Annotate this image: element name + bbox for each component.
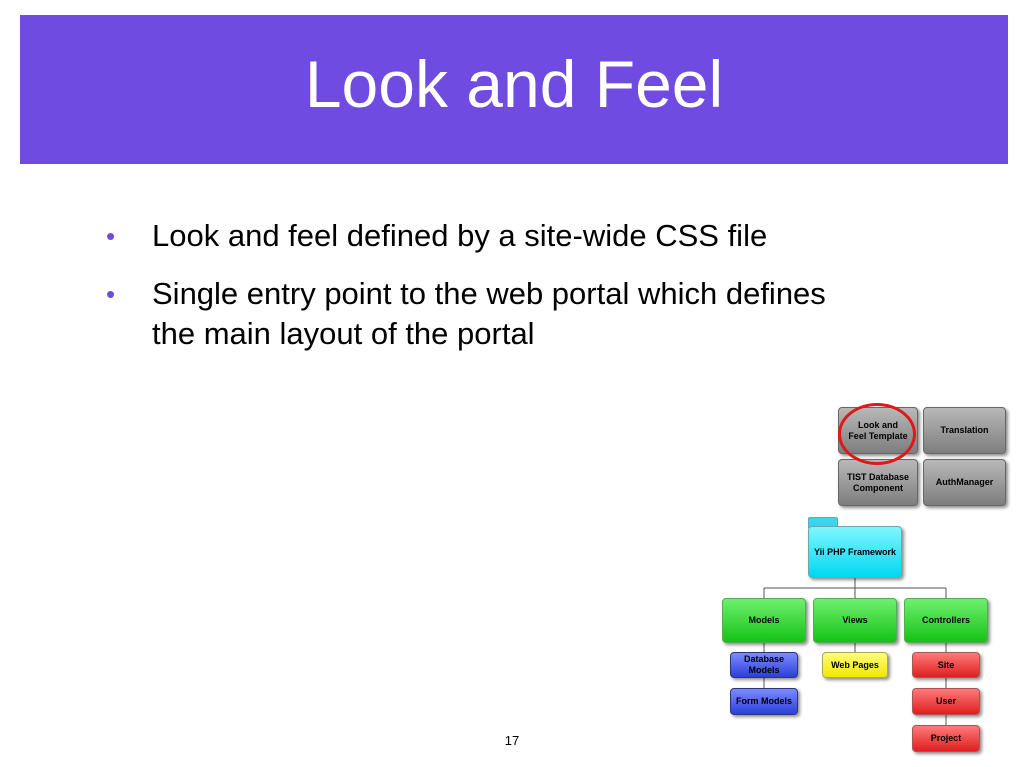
yii-framework-box: Yii PHP Framework — [808, 526, 902, 578]
page-number: 17 — [504, 733, 520, 748]
web-pages-box: Web Pages — [822, 652, 888, 678]
database-models-box: Database Models — [730, 652, 798, 678]
authmanager-box: AuthManager — [923, 459, 1006, 506]
framework-folder-tab — [808, 517, 838, 528]
translation-box: Translation — [923, 407, 1006, 454]
highlight-circle — [838, 403, 916, 465]
bullet-text: Look and feel defined by a site-wide CSS… — [152, 218, 768, 253]
title-bar: Look and Feel — [20, 15, 1008, 164]
bullet-dot-icon: • — [106, 221, 116, 251]
user-box: User — [912, 688, 980, 715]
bullet-text: Single entry point to the web portal whi… — [152, 276, 826, 351]
controllers-box: Controllers — [904, 598, 988, 643]
bullet-item: • Single entry point to the web portal w… — [104, 274, 864, 354]
views-box: Views — [813, 598, 897, 643]
site-box: Site — [912, 652, 980, 678]
form-models-box: Form Models — [730, 688, 798, 715]
project-box: Project — [912, 725, 980, 752]
bullet-item: • Look and feel defined by a site-wide C… — [104, 216, 864, 256]
slide-title: Look and Feel — [304, 46, 724, 121]
tist-database-component-box: TIST Database Component — [838, 459, 918, 506]
bullet-dot-icon: • — [106, 279, 116, 309]
models-box: Models — [722, 598, 806, 643]
bullet-list: • Look and feel defined by a site-wide C… — [104, 216, 864, 372]
